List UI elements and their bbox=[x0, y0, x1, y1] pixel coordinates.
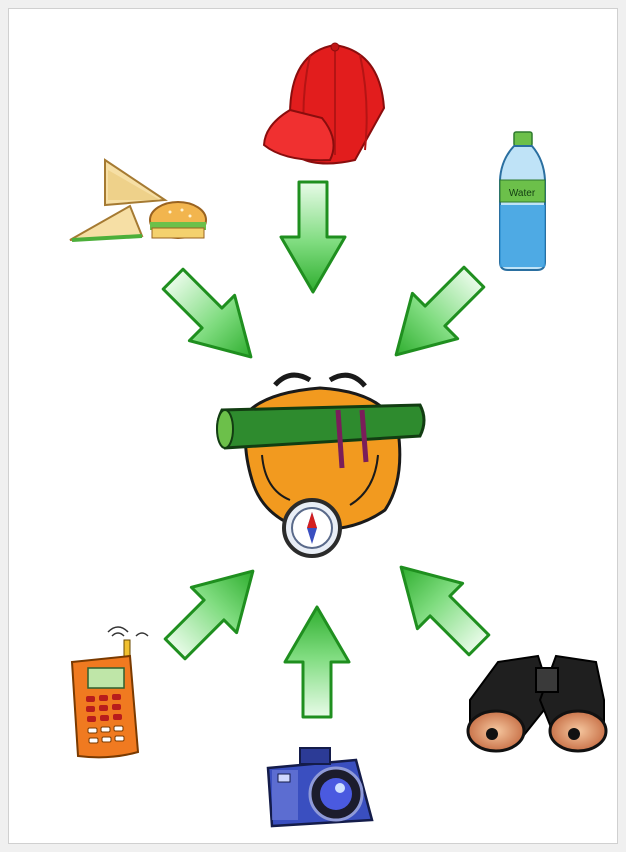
water-bottle-icon: Water bbox=[500, 132, 545, 270]
arrow-from-camera bbox=[285, 607, 349, 717]
camera-icon bbox=[268, 748, 372, 826]
red-cap-icon bbox=[264, 43, 384, 164]
arrow-from-sandwiches bbox=[150, 256, 273, 379]
mobile-phone-icon bbox=[72, 627, 148, 757]
water-bottle-label: Water bbox=[509, 188, 536, 199]
arrow-from-phone bbox=[152, 548, 275, 671]
arrow-from-binoculars bbox=[378, 544, 501, 667]
arrow-from-water-bottle bbox=[373, 254, 496, 377]
backpack-with-compass-icon bbox=[217, 375, 424, 556]
sandwiches-burger-icon bbox=[70, 160, 206, 240]
arrow-from-cap bbox=[281, 182, 345, 292]
binoculars-icon bbox=[468, 656, 606, 751]
